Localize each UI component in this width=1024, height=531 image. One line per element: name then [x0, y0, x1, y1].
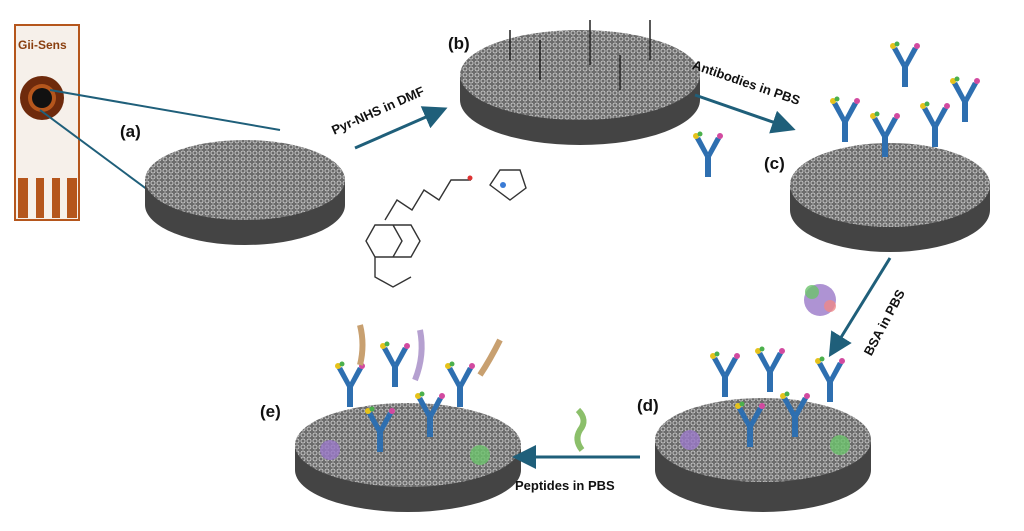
graphene-disc-a [145, 140, 345, 245]
arrow-b-to-c [694, 93, 796, 134]
graphene-disc-e [295, 324, 521, 512]
bsa-protein [804, 284, 836, 316]
free-peptide [574, 407, 587, 452]
free-antibody [693, 131, 723, 177]
graphene-disc-d [655, 346, 871, 512]
panel-label-e: (e) [260, 402, 281, 421]
gii-sens-electrode [14, 24, 281, 221]
pyr-nhs-molecule [365, 169, 527, 288]
arrow-a-to-b [354, 106, 448, 150]
panel-label-d: (d) [637, 396, 659, 415]
sensor-brand-label: Gii-Sens [18, 38, 67, 52]
graphene-disc-c [790, 41, 990, 252]
arrow-c-to-d [828, 257, 892, 358]
panel-label-a: (a) [120, 122, 141, 141]
panel-label-b: (b) [448, 34, 470, 53]
step-label-peptides: Peptides in PBS [515, 478, 615, 493]
graphene-disc-b [460, 20, 700, 145]
panel-label-c: (c) [764, 154, 785, 173]
